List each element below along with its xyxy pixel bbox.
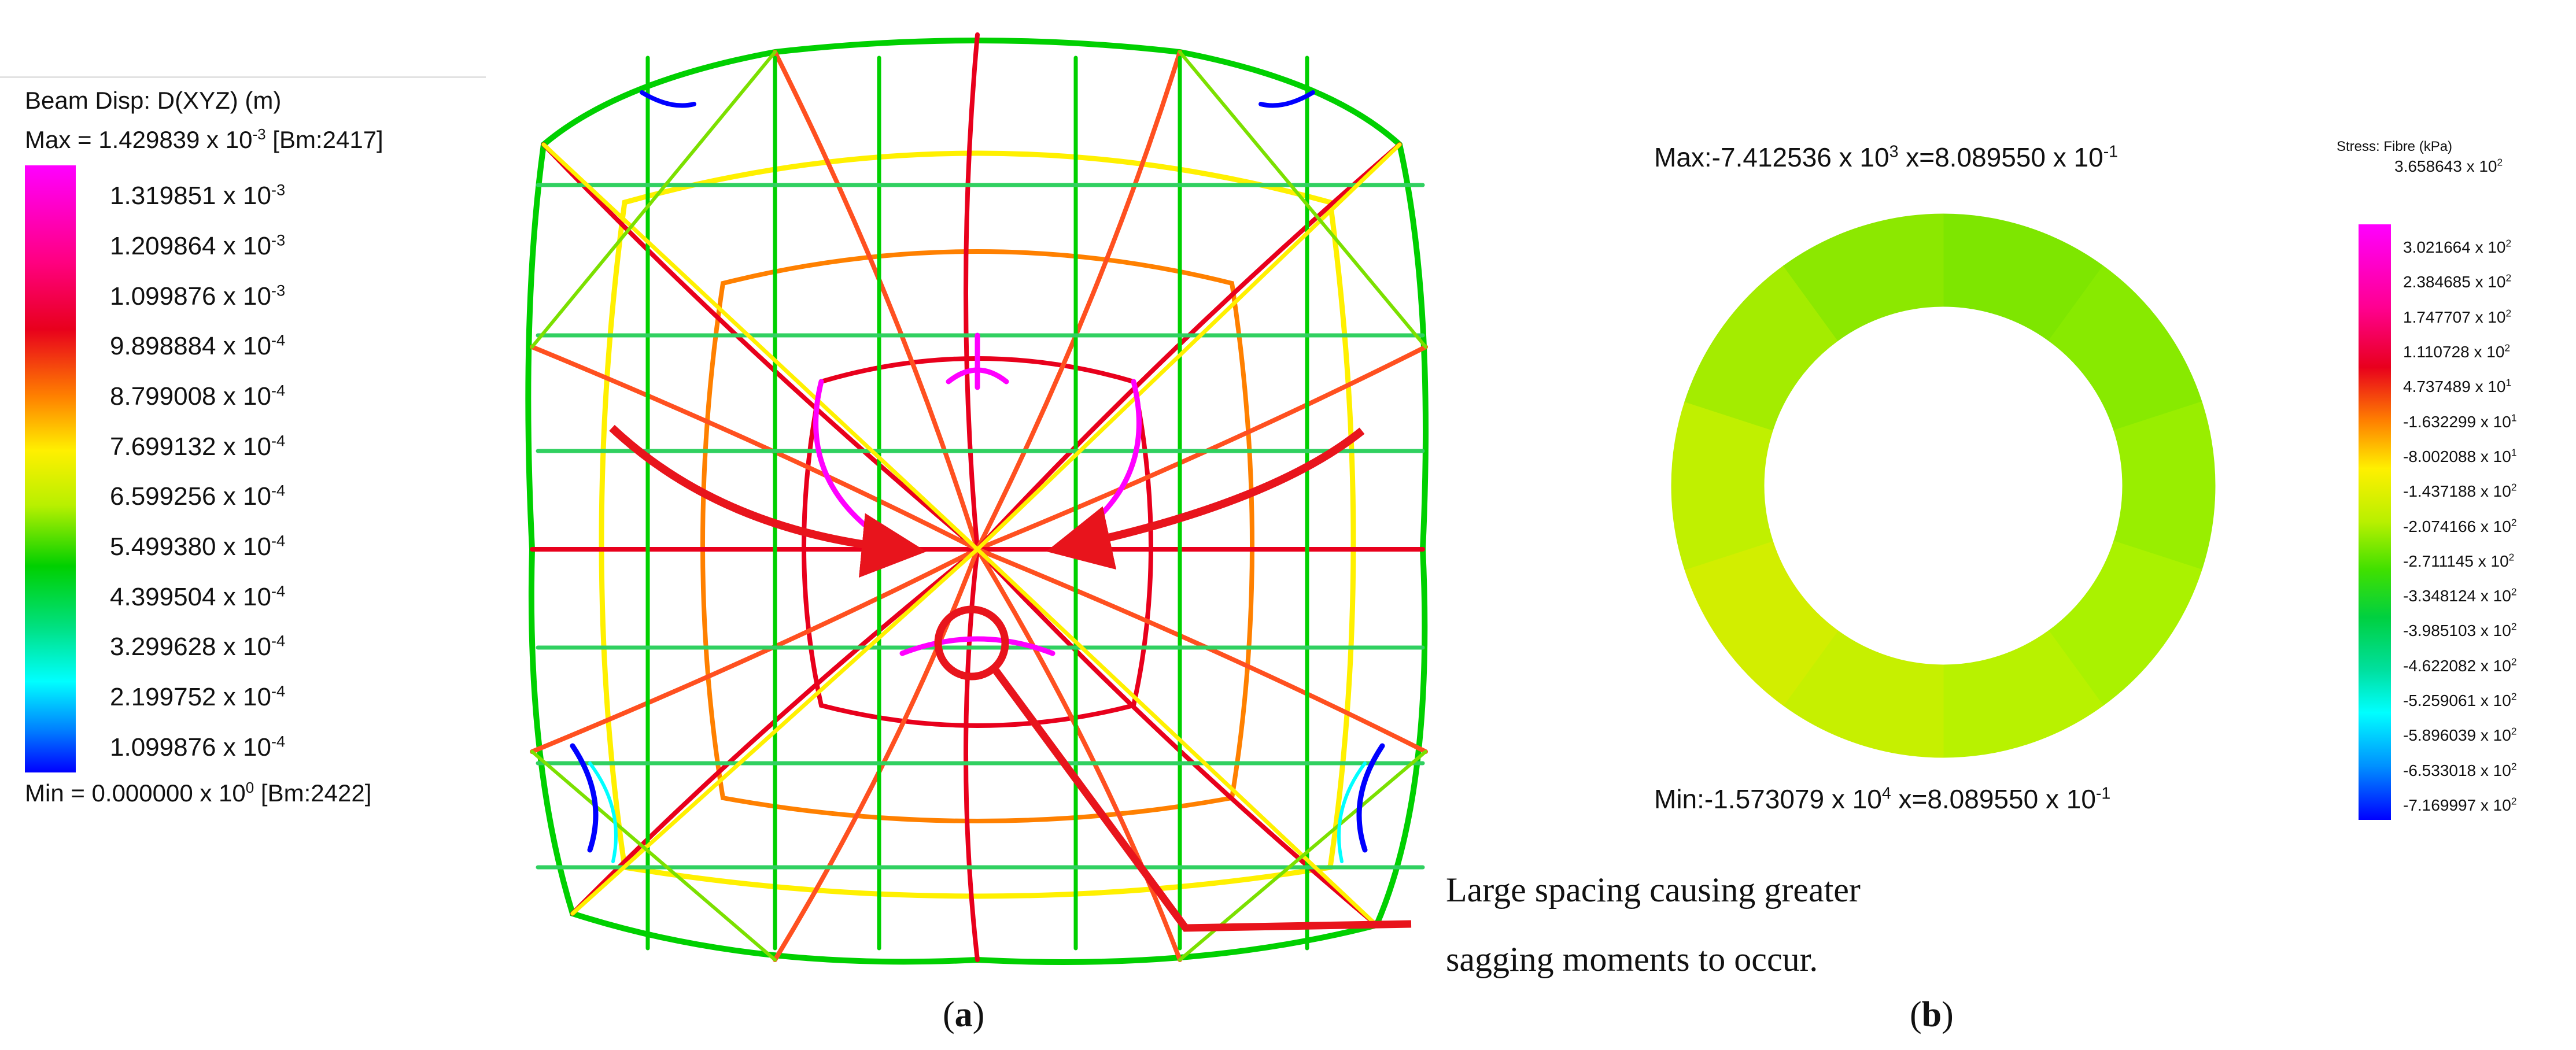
ring-min-label: Min:-1.573079 x 104 x=8.089550 x 10-1 [1654, 784, 2111, 814]
tick-label: 4.737489 x 101 [2403, 376, 2512, 396]
tick-label: -5.896039 x 102 [2403, 725, 2517, 745]
beam-member [975, 142, 1402, 552]
displacement-colorbar [25, 165, 76, 772]
beam-member [975, 345, 1428, 552]
tick-label: 1.209864 x 10-3 [110, 231, 286, 260]
displacement-min-label: Min = 0.000000 x 100 [Bm:2422] [25, 779, 372, 807]
tick-label: 9.898884 x 10-4 [110, 331, 286, 361]
tick-label: 1.110728 x 102 [2403, 342, 2511, 361]
beam-member [530, 547, 980, 754]
beam-member [773, 50, 980, 552]
stress-legend-title: Stress: Fibre (kPa) [2337, 139, 2453, 154]
tick-label: 5.499380 x 10-4 [110, 531, 286, 561]
tick-label: 1.319851 x 10-3 [110, 180, 286, 210]
tick-label: 3.299628 x 10-4 [110, 631, 286, 661]
tick-label: 4.399504 x 10-4 [110, 582, 286, 611]
beam-member [570, 743, 599, 853]
tick-label: -7.169997 x 102 [2403, 795, 2517, 814]
beam-member [975, 50, 1182, 552]
beam-member [570, 547, 980, 916]
tick-label: -8.002088 x 101 [2403, 446, 2517, 465]
displacement-tick-labels: 1.319851 x 10-3 1.209864 x 10-3 1.099876 x… [110, 171, 411, 772]
ring-segment [1671, 401, 1773, 570]
tick-label: -3.985103 x 102 [2403, 621, 2517, 640]
tick-label: -3.348124 x 102 [2403, 586, 2517, 605]
beam-displacement-mesh [525, 32, 1429, 965]
displacement-legend-title: Beam Disp: D(XYZ) (m) [25, 87, 282, 114]
displacement-colorbar-fill [25, 165, 76, 772]
beam-member [530, 345, 980, 552]
tick-label: -4.622082 x 102 [2403, 656, 2517, 675]
beam-member [1178, 50, 1427, 349]
tick-label: -5.259061 x 102 [2403, 690, 2517, 709]
annotation-line-1: Large spacing causing greater [1446, 871, 1861, 909]
ring-max-label: Max:-7.412536 x 103 x=8.089550 x 10-1 [1654, 142, 2119, 172]
caption-b: (b) [1910, 995, 1954, 1034]
tick-label: 7.699132 x 10-4 [110, 431, 286, 461]
tick-label: -6.533018 x 102 [2403, 760, 2517, 779]
ring-segment [2113, 401, 2216, 570]
tick-label: -2.074166 x 102 [2403, 516, 2517, 535]
tick-label: 3.021664 x 102 [2403, 237, 2512, 257]
stress-legend-max: 3.658643 x 102 [2394, 156, 2503, 175]
beam-member [640, 90, 696, 108]
stress-colorbar-fill [2359, 224, 2391, 820]
beam-member [1259, 90, 1315, 108]
tick-label: 1.099876 x 10-4 [110, 732, 286, 761]
tick-label: 2.199752 x 10-4 [110, 682, 286, 711]
tick-label: -1.437188 x 102 [2403, 481, 2517, 501]
beam-member [541, 142, 980, 552]
beam-member [588, 761, 618, 863]
tick-label: 1.099876 x 10-3 [110, 281, 286, 310]
stress-colorbar [2359, 224, 2391, 820]
tick-label: 6.599256 x 10-4 [110, 481, 286, 511]
tick-label: 8.799008 x 10-4 [110, 381, 286, 411]
beam-member [530, 750, 777, 962]
tick-label: 2.384685 x 102 [2403, 272, 2512, 291]
ring-segment [1783, 213, 1944, 341]
tick-label: 1.747707 x 102 [2403, 307, 2512, 326]
stress-tick-labels: 3.021664 x 102 2.384685 x 102 1.747707 x 1… [2403, 230, 2571, 831]
caption-a: (a) [943, 995, 985, 1034]
fibre-stress-ring [1671, 213, 2216, 758]
tick-label: -1.632299 x 101 [2403, 412, 2517, 431]
beam-member [530, 50, 777, 349]
tick-label: -2.711145 x 102 [2403, 551, 2515, 570]
beam-member [964, 32, 980, 552]
legend-top-divider [0, 76, 486, 78]
displacement-max-label: Max = 1.429839 x 10-3 [Bm:2417] [25, 125, 383, 153]
annotation-line-2: sagging moments to occur. [1446, 940, 1818, 978]
